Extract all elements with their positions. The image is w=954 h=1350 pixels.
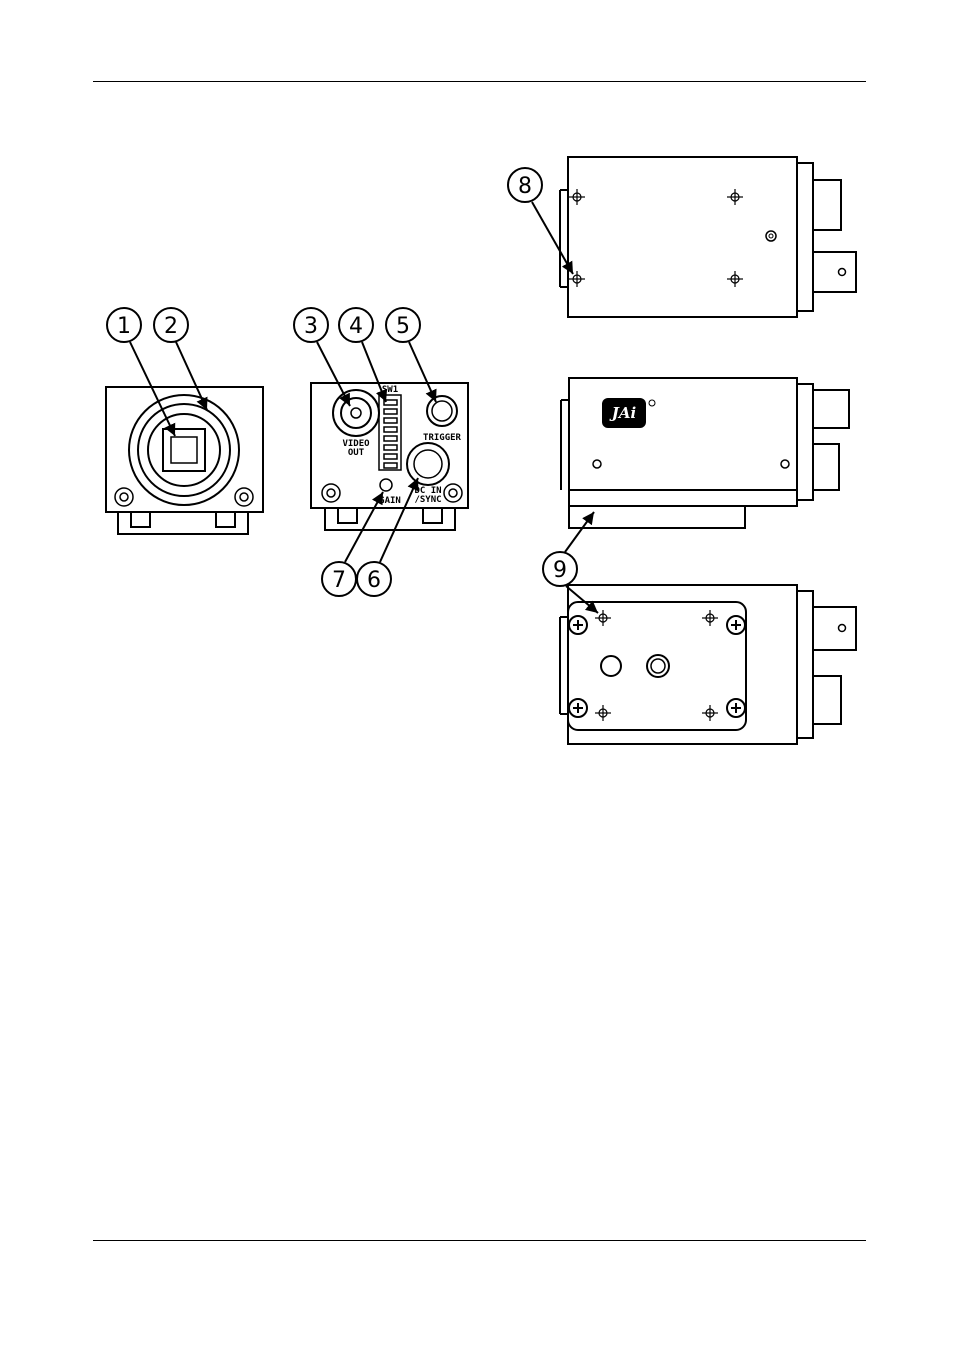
screw-icon — [569, 699, 587, 717]
rear-view — [311, 383, 468, 530]
dc-in-label-line2: /SYNC — [414, 495, 441, 505]
gain-potentiometer — [380, 479, 392, 491]
image-sensor — [163, 429, 205, 471]
callout-label-7: 7 — [332, 568, 346, 593]
callout-label-3: 3 — [304, 314, 318, 339]
top-view — [560, 157, 856, 317]
leader-arrow-8 — [532, 202, 573, 274]
mounting-hole-icon — [702, 705, 718, 721]
trigger-connector — [427, 396, 457, 426]
callout-label-2: 2 — [164, 314, 178, 339]
mounting-hole-icon — [595, 705, 611, 721]
jai-logo: JAi — [602, 398, 655, 428]
callout-label-5: 5 — [396, 314, 410, 339]
jai-logo-text: JAi — [609, 404, 637, 422]
callout-label-6: 6 — [367, 568, 381, 593]
leader-arrow-2 — [176, 342, 207, 410]
mounting-hole-icon — [727, 271, 743, 287]
video-out-label-line2: OUT — [348, 448, 365, 458]
callout-label-4: 4 — [349, 314, 363, 339]
mounting-hole-icon — [702, 610, 718, 626]
screw-icon — [322, 484, 340, 502]
screw-icon — [235, 488, 253, 506]
dip-switch-sw1 — [379, 395, 401, 470]
front-view — [106, 387, 263, 534]
mounting-plate — [568, 602, 746, 730]
gain-label: GAIN — [379, 496, 401, 506]
mounting-hole-icon — [727, 189, 743, 205]
sw1-label: SW1 — [382, 385, 398, 395]
bottom-view — [560, 585, 856, 744]
tripod-hole — [647, 655, 669, 677]
screw-icon — [727, 699, 745, 717]
callout-label-1: 1 — [117, 314, 131, 339]
screw-icon — [781, 460, 789, 468]
screw-icon — [727, 616, 745, 634]
screw-icon — [444, 484, 462, 502]
leader-arrow-7 — [345, 492, 383, 562]
screw-icon — [115, 488, 133, 506]
callout-label-9: 9 — [553, 558, 567, 583]
dc-in-sync-connector — [407, 443, 449, 485]
trigger-label: TRIGGER — [423, 433, 462, 443]
screw-icon — [569, 616, 587, 634]
callout-label-8: 8 — [518, 174, 532, 199]
mounting-hole-icon — [569, 189, 585, 205]
tripod-hole — [601, 656, 621, 676]
leader-arrow-3 — [317, 342, 350, 406]
screw-icon — [593, 460, 601, 468]
video-out-bnc-connector — [333, 390, 379, 436]
mounting-hole-icon — [569, 271, 585, 287]
leader-arrow-9b — [566, 586, 598, 613]
lens-mount — [129, 395, 239, 505]
leader-arrow-5 — [409, 342, 436, 402]
